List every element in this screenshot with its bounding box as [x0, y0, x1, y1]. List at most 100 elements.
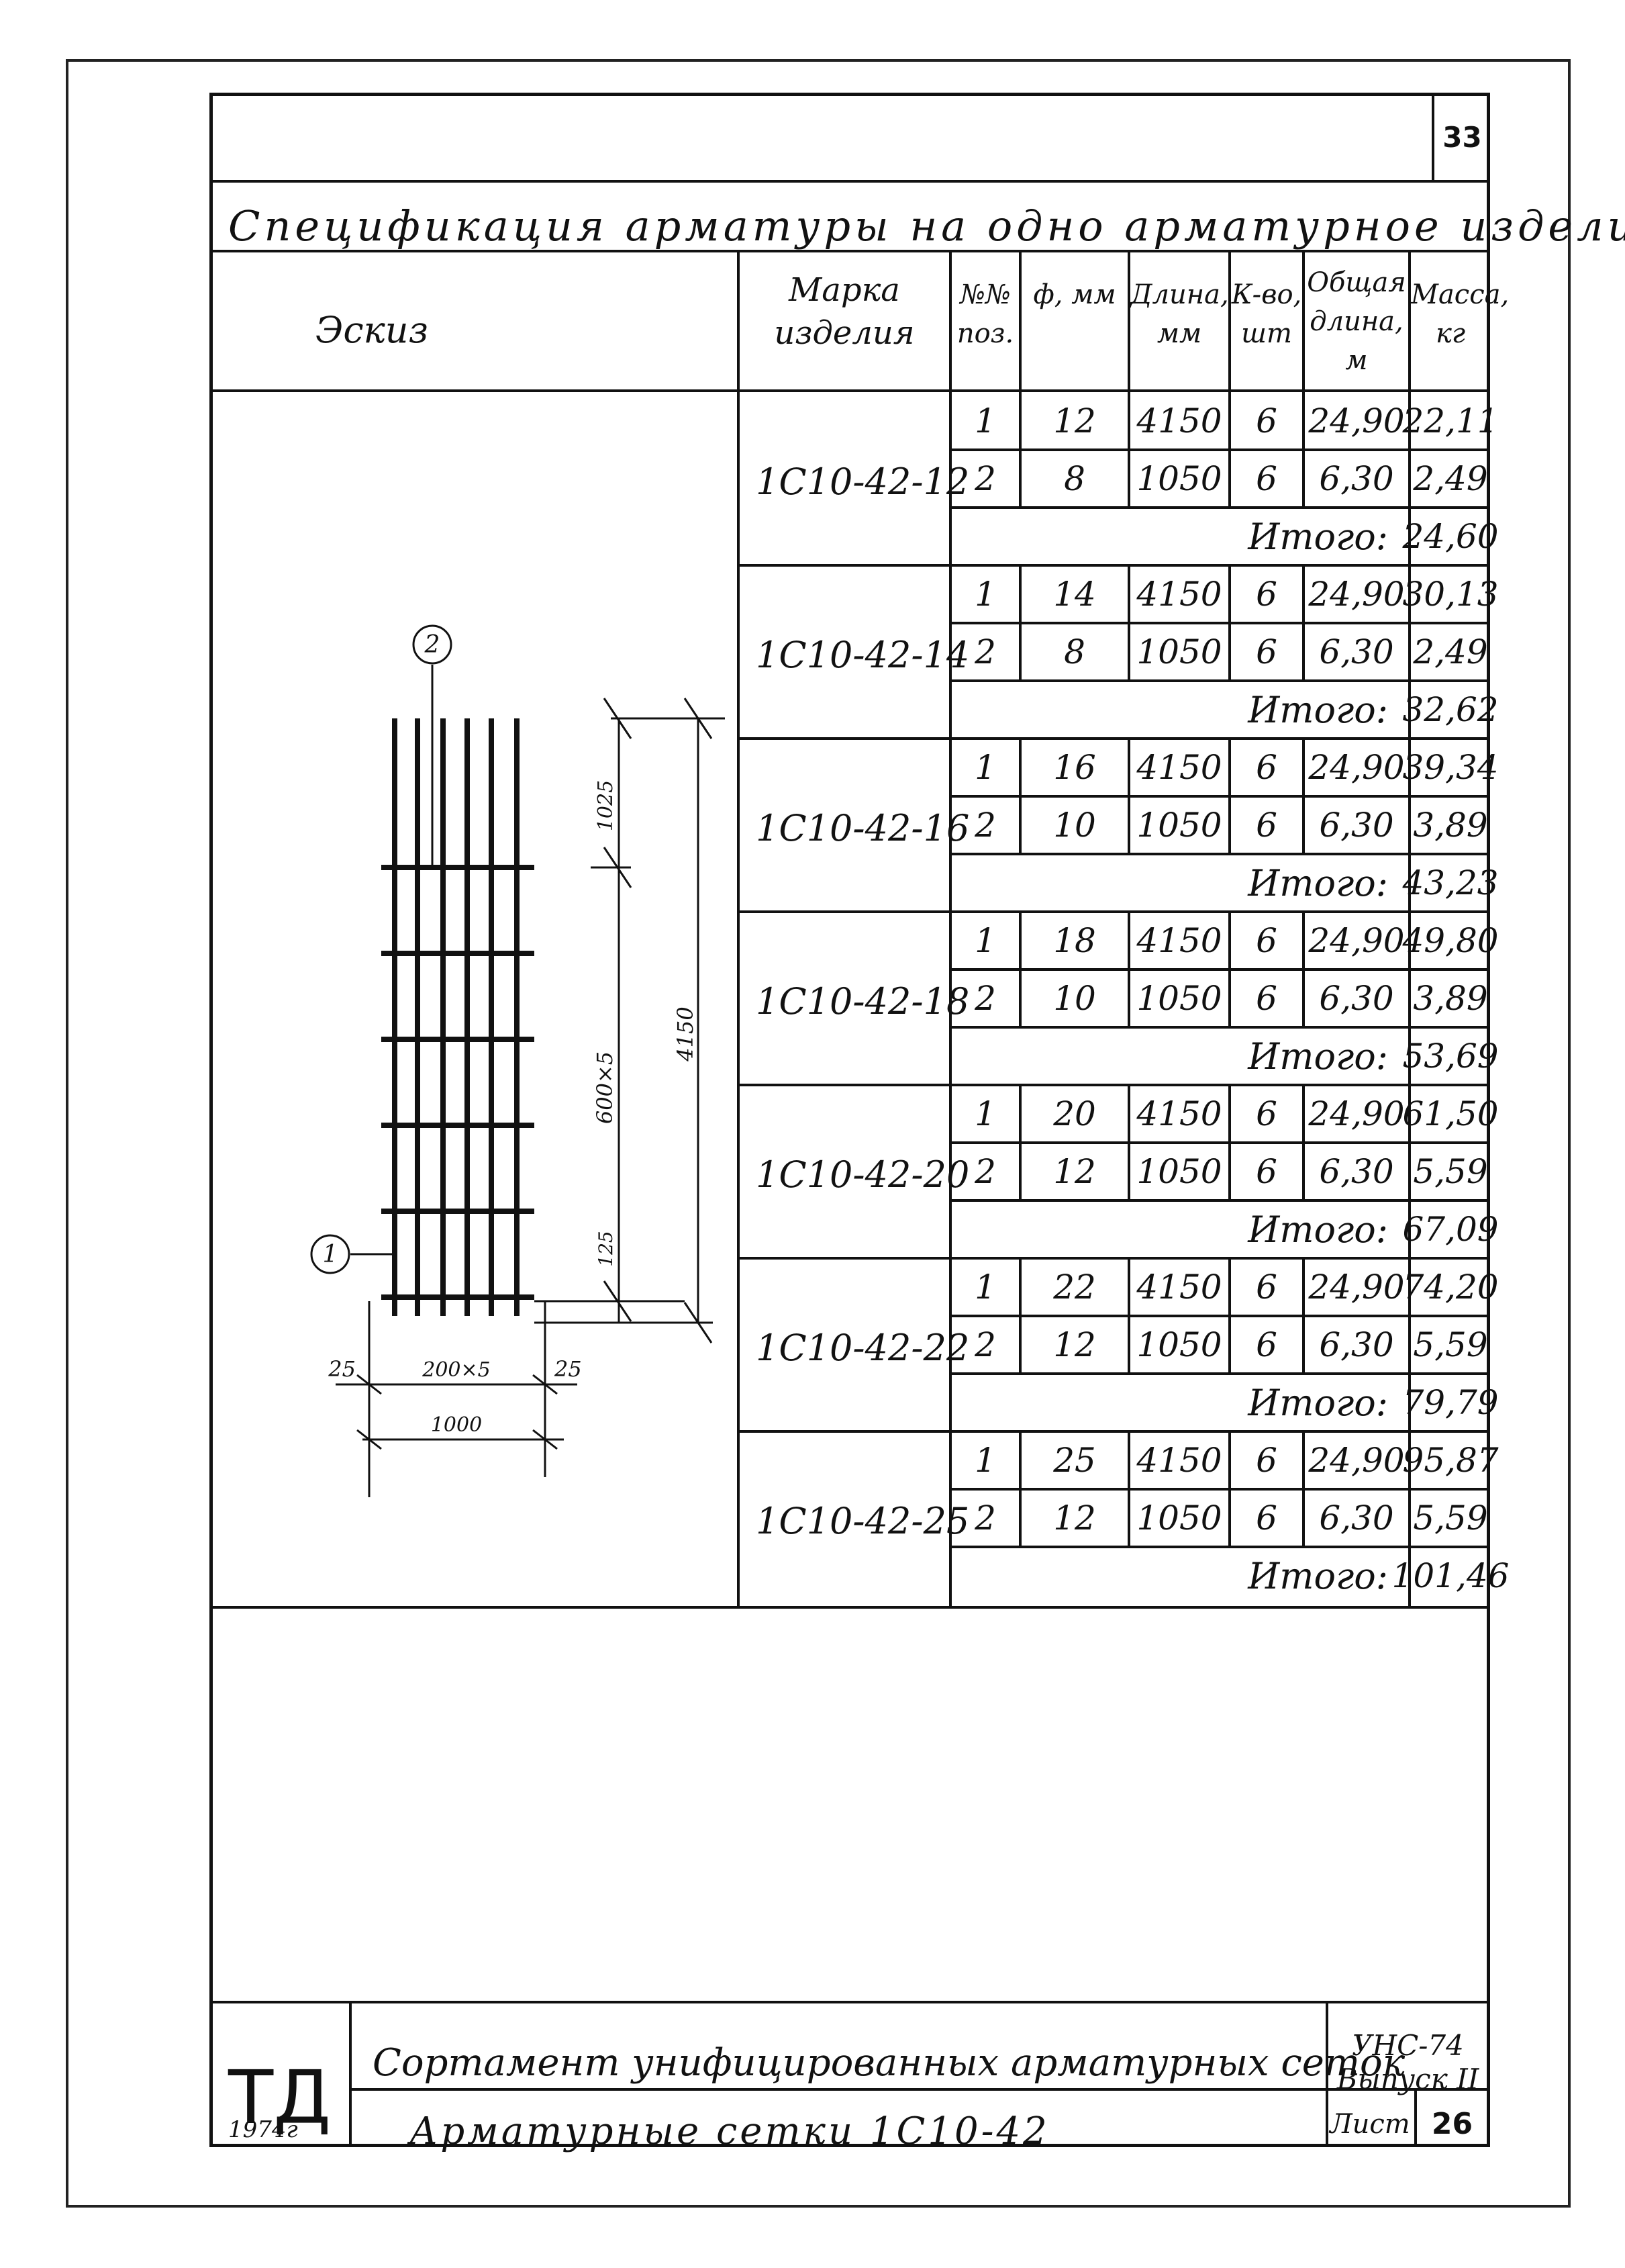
stamp-td-logo: ТД	[228, 2054, 332, 2140]
group-divider	[737, 1430, 1490, 1433]
table-cell: 12	[1053, 401, 1096, 440]
row-divider	[949, 448, 1490, 451]
table-cell: 5,59	[1413, 1499, 1488, 1538]
cell-divider	[1228, 392, 1231, 508]
table-cell: 10	[1053, 979, 1096, 1018]
table-cell: 20	[1053, 1094, 1096, 1133]
table-cell: 24,90	[1308, 1268, 1405, 1307]
product-mark: 1С10-42-14	[756, 633, 970, 676]
table-cell: 8	[1064, 632, 1085, 671]
table-cell: 22	[1053, 1268, 1096, 1307]
group-total-mass: 24,60	[1402, 517, 1499, 556]
table-cell: 24,90	[1308, 921, 1405, 960]
table-cell: 22,11	[1402, 401, 1499, 440]
group-total-mass: 32,62	[1402, 690, 1499, 729]
table-bottom-divider	[209, 1606, 1490, 1609]
stamp-title: Сортамент унифицированных арматурных сет…	[373, 2041, 1406, 2085]
title-divider	[209, 250, 1490, 252]
table-cell: 6,30	[1319, 1499, 1394, 1538]
stamp-year: 1974г	[228, 2116, 298, 2143]
table-cell: 2	[975, 806, 996, 845]
group-total-mass: 101,46	[1391, 1556, 1510, 1595]
itogo-label: Итого:	[1248, 688, 1388, 731]
product-mark: 1С10-42-16	[756, 806, 970, 849]
cell-divider	[1128, 1085, 1130, 1200]
table-cell: 6	[1256, 575, 1277, 614]
cell-divider	[1019, 1258, 1022, 1374]
table-cell: 6	[1256, 1094, 1277, 1133]
header-dia: ф, мм	[1033, 279, 1116, 310]
table-cell: 24,90	[1308, 748, 1405, 787]
table-cell: 12	[1053, 1499, 1096, 1538]
header-mass: Масса, кг	[1411, 279, 1510, 349]
group-total-mass: 67,09	[1402, 1210, 1499, 1249]
table-cell: 5,59	[1413, 1325, 1488, 1364]
table-cell: 4150	[1136, 1441, 1222, 1480]
table-cell: 2	[975, 979, 996, 1018]
itogo-label: Итого:	[1248, 1208, 1388, 1251]
row-divider	[949, 622, 1490, 624]
cell-divider	[1302, 565, 1305, 681]
col-divider-len-head	[1128, 250, 1130, 389]
product-mark: 1С10-42-12	[756, 460, 970, 503]
product-mark: 1С10-42-18	[756, 980, 970, 1023]
stamp-code-line1: УНС-74	[1352, 2029, 1464, 2062]
col-divider-qty-head	[1228, 250, 1231, 389]
stamp-list-number: 26	[1431, 2107, 1473, 2141]
table-cell: 1	[975, 1441, 996, 1480]
table-cell: 6	[1256, 632, 1277, 671]
cell-divider	[1228, 565, 1231, 681]
group-divider	[737, 910, 1490, 913]
table-cell: 2,49	[1413, 459, 1488, 498]
itogo-label: Итого:	[1248, 515, 1388, 558]
table-cell: 6	[1256, 1268, 1277, 1307]
table-cell: 1	[975, 575, 996, 614]
table-cell: 49,80	[1402, 921, 1499, 960]
table-cell: 3,89	[1413, 806, 1488, 845]
table-cell: 1	[975, 1094, 996, 1133]
row-divider	[949, 1141, 1490, 1144]
table-header-divider	[209, 389, 1490, 392]
dim-span: 200×5	[422, 1358, 490, 1382]
transverse-bars	[381, 865, 534, 1300]
table-cell: 1050	[1136, 806, 1222, 845]
group-total-mass: 79,79	[1402, 1383, 1499, 1422]
dim-pitch: 600×5	[592, 1051, 618, 1124]
group-total-mass: 53,69	[1402, 1037, 1499, 1076]
table-cell: 6	[1256, 1441, 1277, 1480]
cell-divider	[1228, 1431, 1231, 1547]
product-mark: 1С10-42-25	[756, 1499, 970, 1542]
table-cell: 6	[1256, 401, 1277, 440]
sheet-frame	[66, 59, 1571, 2208]
dim-width: 1000	[431, 1413, 482, 1437]
cell-divider	[1302, 1085, 1305, 1200]
table-cell: 6	[1256, 921, 1277, 960]
stamp-list-label: Лист	[1330, 2109, 1410, 2140]
table-cell: 4150	[1136, 401, 1222, 440]
row-divider	[949, 1199, 1490, 1202]
cell-divider	[1128, 1431, 1130, 1547]
table-cell: 6	[1256, 748, 1277, 787]
table-cell: 1050	[1136, 979, 1222, 1018]
itogo-label: Итого:	[1248, 1554, 1388, 1597]
table-cell: 2,49	[1413, 632, 1488, 671]
table-cell: 1	[975, 1268, 996, 1307]
cell-divider	[1019, 1085, 1022, 1200]
table-cell: 12	[1053, 1325, 1096, 1364]
row-divider	[949, 1026, 1490, 1029]
table-cell: 2	[975, 1152, 996, 1191]
cell-divider	[1019, 912, 1022, 1027]
page-number: 33	[1432, 93, 1490, 181]
row-divider	[949, 1546, 1490, 1548]
cell-divider	[1302, 1431, 1305, 1547]
group-divider	[737, 737, 1490, 740]
cell-divider	[1128, 565, 1130, 681]
stamp-code: УНС-74 Выпуск II	[1326, 2029, 1490, 2096]
cell-divider	[1128, 739, 1130, 854]
header-divider	[209, 180, 1490, 183]
table-cell: 10	[1053, 806, 1096, 845]
group-total-mass: 43,23	[1402, 863, 1499, 902]
stamp-mid-divider	[349, 2088, 1490, 2091]
cell-divider	[1128, 1258, 1130, 1374]
table-cell: 24,90	[1308, 1094, 1405, 1133]
